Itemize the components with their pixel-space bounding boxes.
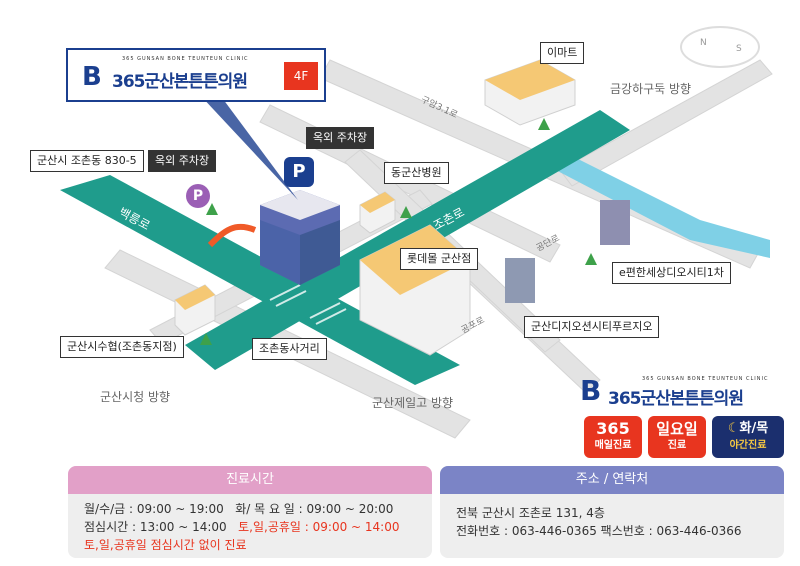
badge-night-top: ☾화/목 <box>712 419 784 439</box>
contact-panel: 주소 / 연락처 전북 군산시 조촌로 131, 4층 전화번호 : 063-4… <box>440 466 784 558</box>
label-intersection: 조촌동사거리 <box>252 338 327 360</box>
emart-roof <box>485 60 575 100</box>
parking-top-icon: P <box>284 157 314 187</box>
contact-address: 전북 군산시 조촌로 131, 4층 <box>456 506 605 520</box>
clinic-logo-mark-icon: B <box>82 62 102 92</box>
clinic-logo-secondary-sub: 365 GUNSAN BONE TEUNTEUN CLINIC <box>642 376 769 382</box>
badge-night-top-text: 화/목 <box>739 421 769 436</box>
contact-body: 전북 군산시 조촌로 131, 4층 전화번호 : 063-446-0365 팩… <box>440 494 784 546</box>
hours-tt: 화/ 목 요 일 : 09:00 ~ 20:00 <box>235 502 394 516</box>
road-minor-3 <box>559 59 773 187</box>
suhyup-roof <box>175 285 215 310</box>
logo-pointer <box>200 95 298 200</box>
hours-line-2: 점심시간 : 13:00 ~ 14:00 토,일,공휴일 : 09:00 ~ 1… <box>84 518 416 536</box>
hours-body: 월/수/금 : 09:00 ~ 19:00 화/ 목 요 일 : 09:00 ~… <box>68 494 432 558</box>
apt-e-pyeonhan <box>600 200 630 245</box>
dong-roof <box>360 192 395 213</box>
clinic-logo-card: 365 GUNSAN BONE TEUNTEUN CLINIC B 365군산본… <box>66 48 326 102</box>
contact-title: 주소 / 연락처 <box>440 466 784 494</box>
badge-night-bottom: 야간진료 <box>729 440 767 451</box>
label-parking-top: 옥외 주차장 <box>306 127 375 149</box>
clinic-logo-secondary-mark-icon: B <box>580 374 602 407</box>
contact-phone: 전화번호 : 063-446-0365 팩스번호 : 063-446-0366 <box>456 524 742 538</box>
hours-panel: 진료시간 월/수/금 : 09:00 ~ 19:00 화/ 목 요 일 : 09… <box>68 466 432 558</box>
hours-weekend: 토,일,공휴일 : 09:00 ~ 14:00 <box>238 520 400 534</box>
dir-jeil: 군산제일고 방향 <box>372 396 454 410</box>
label-emart: 이마트 <box>540 42 585 64</box>
compass-icon: N S <box>680 26 760 68</box>
apt-gunsan-dio <box>505 258 535 303</box>
label-parking-small: 옥외 주차장 <box>148 150 217 172</box>
parking-small-icon: P <box>186 184 210 208</box>
hours-line-1: 월/수/금 : 09:00 ~ 19:00 화/ 목 요 일 : 09:00 ~… <box>84 500 416 518</box>
moon-icon: ☾ <box>727 421 740 436</box>
parking-arrow <box>207 223 257 248</box>
compass-n: N <box>700 38 707 48</box>
badge-365-bottom: 매일진료 <box>594 440 632 451</box>
dir-geumgang: 금강하구둑 방향 <box>610 82 692 96</box>
label-gunsan-dio: 군산디지오션시티푸르지오 <box>524 316 660 338</box>
floor-badge: 4F <box>284 62 318 90</box>
label-address: 군산시 조촌동 830-5 <box>30 150 144 172</box>
hours-line-3: 토,일,공휴일 점심시간 없이 진료 <box>84 538 247 552</box>
clinic-logo-secondary: 365 GUNSAN BONE TEUNTEUN CLINIC B 365군산본… <box>580 374 780 412</box>
clinic-logo-secondary-name: 365군산본튼튼의원 <box>608 389 744 409</box>
compass-s: S <box>736 44 742 54</box>
badge-365-top: 365 <box>596 419 630 438</box>
clinic-building <box>260 190 340 285</box>
road-baekreung-shape <box>60 175 460 385</box>
badge-night: ☾화/목 야간진료 <box>712 416 784 458</box>
hours-title: 진료시간 <box>68 466 432 494</box>
label-e-pyeonhan: e편한세상디오시티1차 <box>612 262 731 284</box>
badge-sunday-top: 일요일 <box>656 420 698 438</box>
clinic-logo-sub: 365 GUNSAN BONE TEUNTEUN CLINIC <box>122 56 249 62</box>
badge-sunday: 일요일 진료 <box>648 416 706 458</box>
river <box>548 150 770 258</box>
hours-lunch: 점심시간 : 13:00 ~ 14:00 <box>84 520 227 534</box>
badge-sunday-bottom: 진료 <box>667 440 687 451</box>
dir-cityhall: 군산시청 방향 <box>100 390 171 404</box>
label-lotte-mall: 롯데몰 군산점 <box>400 248 479 270</box>
badge-365: 365 매일진료 <box>584 416 642 458</box>
label-dong-gunsan-hospital: 동군산병원 <box>384 162 449 184</box>
label-suhyup: 군산시수협(조촌동지점) <box>60 336 184 358</box>
hours-mwf: 월/수/금 : 09:00 ~ 19:00 <box>84 502 224 516</box>
clinic-logo-name: 365군산본튼튼의원 <box>112 72 248 92</box>
